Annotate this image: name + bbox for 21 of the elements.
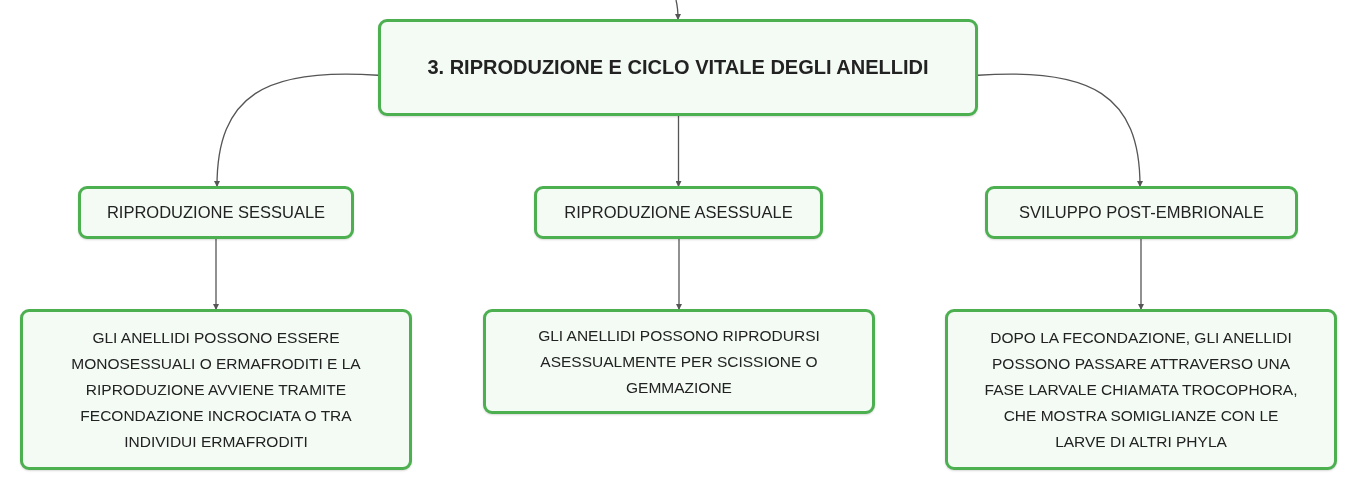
topic-box [78, 186, 354, 239]
node-text: RIPRODUZIONE ASESSUALE [564, 203, 793, 222]
title-box [378, 19, 978, 116]
connector-arrow [674, 0, 681, 20]
node-text: GLI ANELLIDI POSSONO ESSERE MONOSESSUALI O ERMAFRODITI E LA RIPRODUZIONE AVVIENE TRAMITE FECONDAZIONE INCROCIATA O TRA INDIVIDUI ERMAFRODITI [70, 327, 362, 452]
node-text: 3. RIPRODUZIONE E CICLO VITALE DEGLI ANELLIDI [427, 56, 929, 79]
node-text: GLI ANELLIDI POSSONO RIPRODURSI ASESSUALMENTE PER SCISSIONE O GEMMAZIONE [537, 325, 821, 398]
connector-arrow [213, 238, 219, 310]
description-box [945, 309, 1337, 470]
connector-arrow [676, 238, 682, 310]
connector-arrow [214, 73, 379, 187]
connector-arrow [977, 73, 1143, 187]
node-text: SVILUPPO POST-EMBRIONALE [1019, 203, 1264, 222]
node-text: DOPO LA FECONDAZIONE, GLI ANELLIDI POSSONO PASSARE ATTRAVERSO UNA FASE LARVALE CHIAMATA TROCOPHORA, CHE MOSTRA SOMIGLIANZE CON LE LARVE DI ALTRI PHYLA [983, 327, 1299, 452]
description-box [20, 309, 412, 470]
connector-arrow [675, 115, 682, 187]
topic-box [985, 186, 1298, 239]
node-text: RIPRODUZIONE SESSUALE [106, 203, 326, 222]
description-box [483, 309, 875, 414]
connector-arrow [1138, 238, 1144, 310]
topic-box [534, 186, 823, 239]
